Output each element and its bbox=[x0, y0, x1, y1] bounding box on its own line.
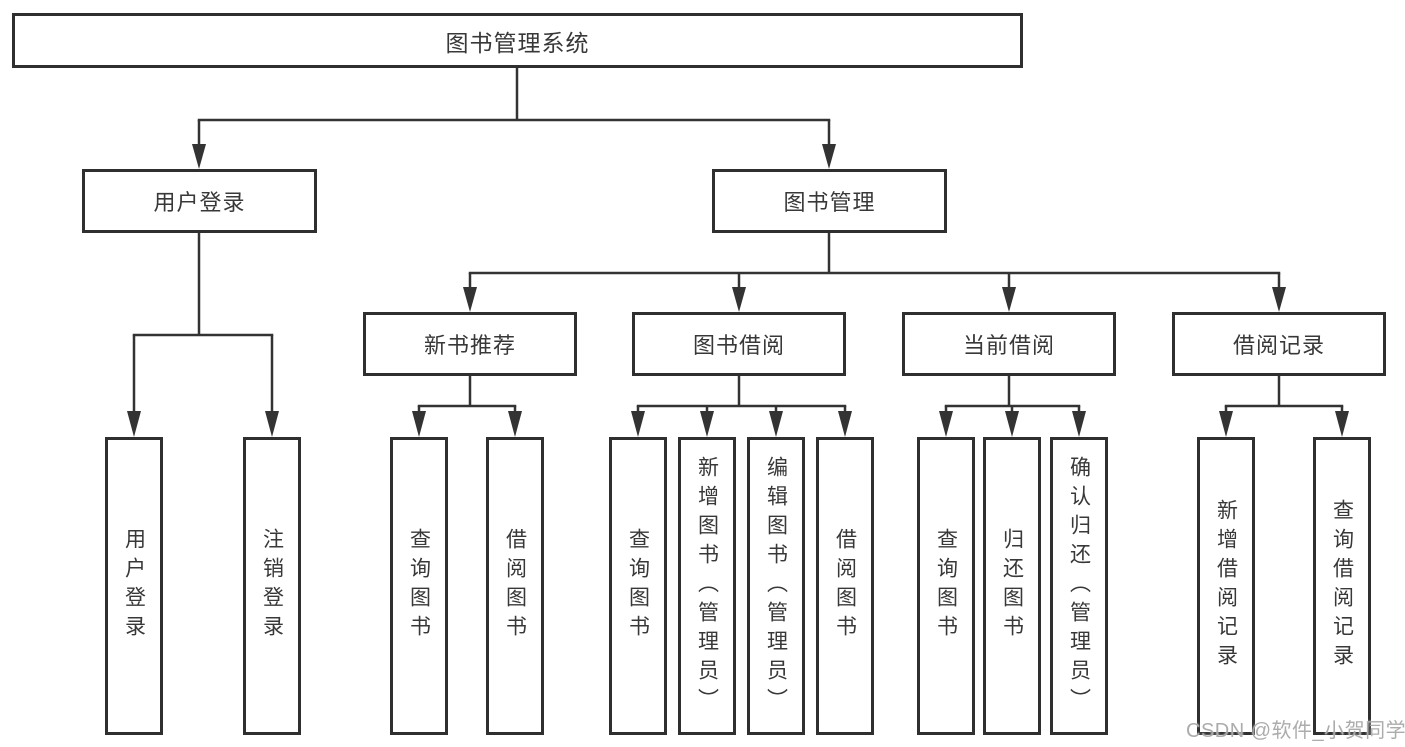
node-leaf-logout-label: 注销登录 bbox=[260, 528, 284, 644]
node-leaf-return-books: 归还图书 bbox=[983, 437, 1041, 735]
node-book-borrow-label: 图书借阅 bbox=[692, 333, 785, 358]
node-leaf-return-books-label: 归还图书 bbox=[1000, 528, 1024, 644]
node-leaf-add-book-admin: 新增图书（管理员） bbox=[678, 437, 736, 735]
node-leaf-user-login: 用户登录 bbox=[105, 437, 163, 735]
node-leaf-query-books-1-label: 查询图书 bbox=[407, 528, 431, 644]
csdn-watermark: CSDN @软件_小贺同学 bbox=[1186, 720, 1405, 742]
node-leaf-query-books-2: 查询图书 bbox=[609, 437, 667, 735]
node-new-book-recommend: 新书推荐 bbox=[363, 312, 577, 376]
node-leaf-edit-book-admin-label: 编辑图书（管理员） bbox=[764, 455, 788, 717]
node-leaf-edit-book-admin: 编辑图书（管理员） bbox=[747, 437, 805, 735]
node-user-login: 用户登录 bbox=[82, 169, 317, 233]
node-library-system: 图书管理系统 bbox=[12, 13, 1023, 68]
node-leaf-query-books-1: 查询图书 bbox=[390, 437, 448, 735]
node-leaf-add-borrow-record: 新增借阅记录 bbox=[1197, 437, 1255, 735]
node-leaf-logout: 注销登录 bbox=[243, 437, 301, 735]
node-user-login-label: 用户登录 bbox=[153, 190, 246, 215]
node-leaf-borrow-books-1-label: 借阅图书 bbox=[503, 528, 527, 644]
node-borrow-records: 借阅记录 bbox=[1172, 312, 1386, 376]
node-leaf-query-books-3: 查询图书 bbox=[917, 437, 975, 735]
node-borrow-records-label: 借阅记录 bbox=[1232, 333, 1325, 358]
node-leaf-add-borrow-record-label: 新增借阅记录 bbox=[1214, 499, 1238, 673]
node-leaf-query-borrow-record: 查询借阅记录 bbox=[1313, 437, 1371, 735]
node-leaf-borrow-books-2-label: 借阅图书 bbox=[833, 528, 857, 644]
node-leaf-borrow-books-2: 借阅图书 bbox=[816, 437, 874, 735]
node-leaf-borrow-books-1: 借阅图书 bbox=[486, 437, 544, 735]
node-book-management-label: 图书管理 bbox=[783, 190, 876, 215]
node-book-management: 图书管理 bbox=[712, 169, 947, 233]
node-leaf-query-books-2-label: 查询图书 bbox=[626, 528, 650, 644]
node-leaf-confirm-return-admin-label: 确认归还（管理员） bbox=[1067, 455, 1091, 717]
node-leaf-add-book-admin-label: 新增图书（管理员） bbox=[695, 455, 719, 717]
node-leaf-user-login-label: 用户登录 bbox=[122, 528, 146, 644]
node-new-book-recommend-label: 新书推荐 bbox=[423, 333, 516, 358]
node-library-system-label: 图书管理系统 bbox=[445, 29, 590, 56]
node-leaf-query-borrow-record-label: 查询借阅记录 bbox=[1330, 499, 1354, 673]
node-leaf-confirm-return-admin: 确认归还（管理员） bbox=[1050, 437, 1108, 735]
node-current-borrow-label: 当前借阅 bbox=[962, 333, 1055, 358]
node-leaf-query-books-3-label: 查询图书 bbox=[934, 528, 958, 644]
node-current-borrow: 当前借阅 bbox=[902, 312, 1116, 376]
node-book-borrow: 图书借阅 bbox=[632, 312, 846, 376]
